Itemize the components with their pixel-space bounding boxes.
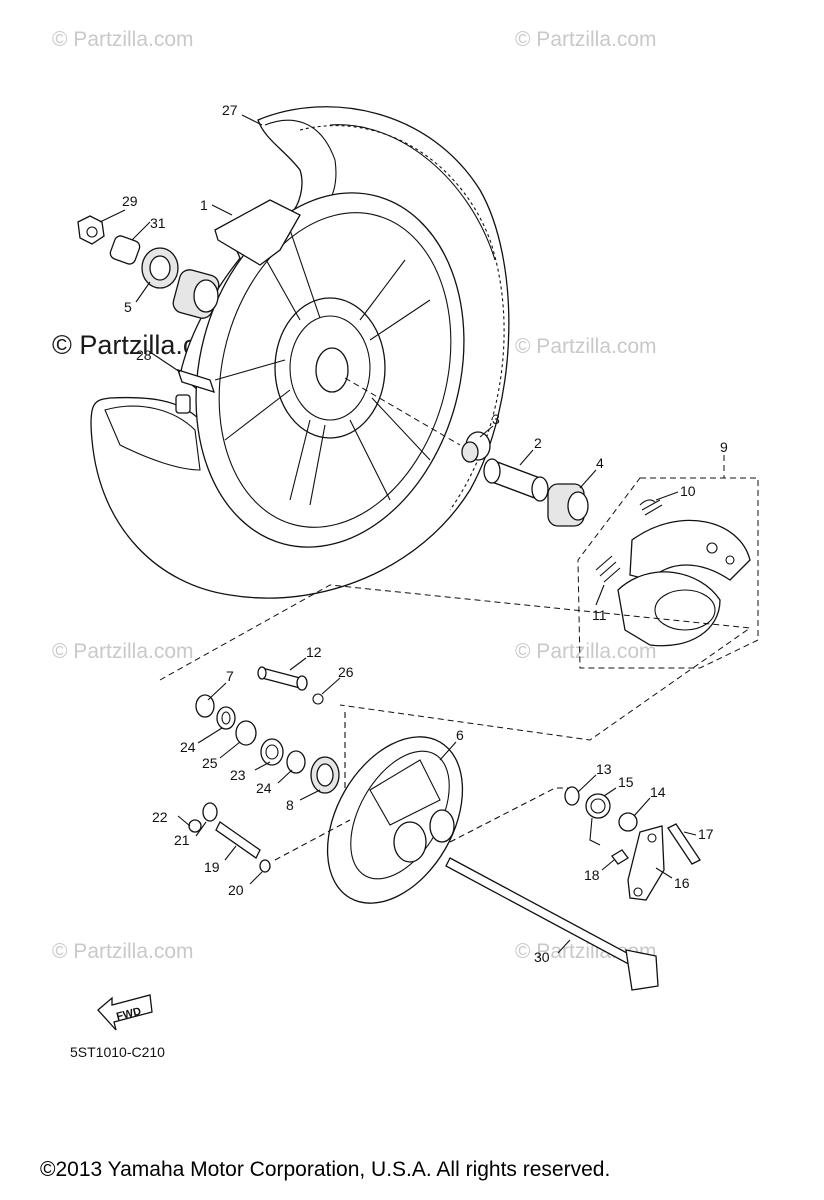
callout-22: 22	[152, 809, 168, 825]
callout-14: 14	[650, 784, 666, 800]
callout-4: 4	[596, 455, 604, 471]
callout-15: 15	[618, 774, 634, 790]
fwd-arrow: FWD	[97, 994, 153, 1031]
brake-cam-lever-parts	[564, 786, 701, 901]
callout-11: 11	[592, 607, 607, 623]
leader-lines	[99, 114, 697, 954]
cam-shaft-parts	[188, 666, 340, 873]
wheel-rim	[195, 192, 465, 548]
copyright-notice: ©2013 Yamaha Motor Corporation, U.S.A. A…	[40, 1158, 611, 1181]
callout-25: 25	[202, 755, 218, 771]
watermark: © Partzilla.com	[52, 28, 194, 51]
diagram-code: 5ST1010-C210	[70, 1044, 165, 1060]
callout-13: 13	[596, 761, 612, 777]
callout-8: 8	[286, 797, 294, 813]
callout-9: 9	[720, 439, 728, 455]
watermark: © Partzilla.com	[515, 335, 657, 358]
callout-27: 27	[222, 102, 238, 118]
callout-19: 19	[204, 859, 220, 875]
watermark: © Partzilla.com	[52, 940, 194, 963]
callout-23: 23	[230, 767, 246, 783]
callout-7: 7	[226, 668, 234, 684]
callout-18: 18	[584, 867, 600, 883]
callout-29: 29	[122, 193, 138, 209]
callout-12: 12	[306, 644, 322, 660]
callout-10: 10	[680, 483, 696, 499]
callout-1: 1	[200, 197, 208, 213]
watermark: © Partzilla.com	[515, 28, 657, 51]
brake-panel	[326, 736, 464, 904]
callout-3: 3	[492, 411, 500, 427]
callout-17: 17	[698, 826, 714, 842]
axle	[445, 857, 659, 991]
fwd-label: FWD	[115, 1005, 142, 1023]
callout-26: 26	[338, 664, 354, 680]
axle-spacers	[461, 431, 589, 527]
callouts: 27 1 29 31 5 28 3 2 4 9 10 11 12 26 7 24…	[122, 102, 728, 965]
brake-shoe-box	[577, 477, 759, 669]
valve	[175, 369, 216, 414]
watermark: © Partzilla.com	[52, 640, 194, 663]
callout-20: 20	[228, 882, 244, 898]
callout-28: 28	[136, 347, 152, 363]
callout-24b: 24	[256, 780, 272, 796]
callout-2: 2	[534, 435, 542, 451]
brake-shoes	[595, 499, 751, 647]
watermark: © Partzilla.com	[515, 640, 657, 663]
callout-21: 21	[174, 832, 190, 848]
callout-31: 31	[150, 215, 166, 231]
left-side-parts	[77, 215, 220, 319]
callout-5: 5	[124, 299, 132, 315]
callout-30: 30	[534, 949, 550, 965]
callout-6: 6	[456, 727, 464, 743]
callout-16: 16	[674, 875, 690, 891]
callout-24a: 24	[180, 739, 196, 755]
